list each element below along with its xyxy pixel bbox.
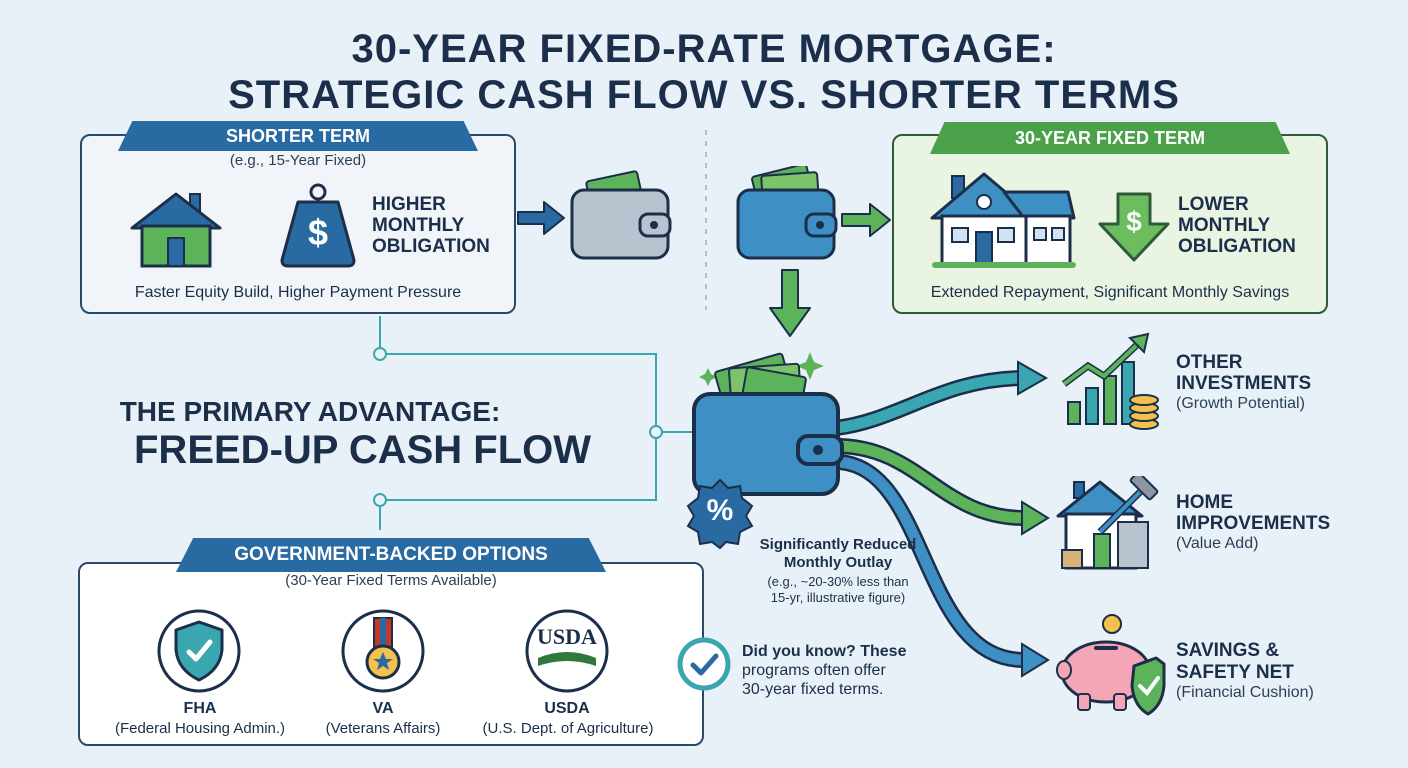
did-you-know-line-3: 30-year fixed terms. (742, 681, 884, 698)
arrow-right-green-icon (841, 203, 891, 237)
percent-symbol: % (706, 494, 734, 527)
thirty-year-caption: Extended Repayment, Significant Monthly … (930, 284, 1290, 301)
flow-arrows (834, 360, 1050, 678)
fha-full-name: (Federal Housing Admin.) (114, 720, 286, 737)
improvements-title-1: HOME (1176, 492, 1233, 513)
shorter-term-banner: SHORTER TERM (118, 121, 478, 151)
usda-full-name: (U.S. Dept. of Agriculture) (482, 720, 654, 737)
freed-cash-wallet-icon (692, 352, 844, 496)
house-icon (130, 192, 222, 268)
cash-wallet-icon (736, 166, 838, 260)
improvements-subtitle: (Value Add) (1176, 535, 1259, 552)
savings-title-2: SAFETY NET (1176, 662, 1294, 683)
higher-obligation-line-2: MONTHLY (372, 215, 465, 236)
higher-obligation-line-1: HIGHER (372, 194, 446, 215)
reduced-outlay-line-1: Significantly Reduced (759, 536, 917, 553)
page-title-line-1: 30-YEAR FIXED-RATE MORTGAGE: (351, 27, 1057, 71)
did-you-know-line-1: Did you know? These (742, 643, 907, 660)
advantage-main: FREED-UP CASH FLOW (134, 428, 592, 472)
advantage-heading: THE PRIMARY ADVANTAGE: (119, 396, 501, 427)
empty-wallet-icon (570, 170, 672, 260)
money-weight-icon (280, 183, 356, 268)
reduced-outlay-line-2: Monthly Outlay (783, 554, 893, 571)
lower-obligation-line-1: LOWER (1178, 194, 1249, 215)
investments-subtitle: (Growth Potential) (1176, 395, 1305, 412)
shorter-term-subtitle: (e.g., 15-Year Fixed) (229, 152, 367, 169)
government-banner: GOVERNMENT-BACKED OPTIONS (176, 538, 606, 572)
investment-chart-icon (1061, 332, 1159, 430)
savings-subtitle: (Financial Cushion) (1176, 684, 1314, 701)
usda-logo-text: USDA (537, 624, 597, 649)
piggy-bank-icon (1056, 614, 1166, 716)
va-name: VA (372, 700, 394, 717)
fha-shield-icon (157, 609, 241, 693)
check-circle-icon (677, 637, 731, 691)
arrow-right-icon (517, 201, 565, 235)
reduced-outlay-note-1: (e.g., ~20-30% less than (767, 574, 909, 589)
lower-obligation-line-2: MONTHLY (1178, 215, 1271, 236)
reduced-outlay-note-2: 15-yr, illustrative figure) (770, 590, 906, 605)
down-arrow-dollar-icon (1098, 192, 1170, 262)
lower-obligation-line-3: OBLIGATION (1178, 236, 1296, 257)
did-you-know-line-2: programs often offer (742, 662, 886, 679)
home-improvement-icon (1056, 476, 1159, 570)
large-house-icon (930, 172, 1076, 268)
percent-badge-icon (686, 478, 754, 550)
savings-title-1: SAVINGS & (1176, 640, 1280, 661)
va-full-name: (Veterans Affairs) (325, 720, 441, 737)
shorter-term-caption: Faster Equity Build, Higher Payment Pres… (134, 284, 462, 301)
fha-name: FHA (183, 700, 217, 717)
usda-logo-icon (525, 609, 609, 693)
dollar-symbol: $ (307, 212, 329, 253)
dollar-symbol-green: $ (1126, 206, 1142, 237)
improvements-title-2: IMPROVEMENTS (1176, 513, 1331, 534)
va-medal-icon (341, 609, 425, 693)
thirty-year-banner: 30-YEAR FIXED TERM (930, 122, 1290, 154)
investments-title-1: OTHER (1176, 352, 1243, 373)
investments-title-2: INVESTMENTS (1176, 373, 1312, 394)
higher-obligation-line-3: OBLIGATION (372, 236, 490, 257)
usda-name: USDA (544, 700, 590, 717)
government-subtitle: (30-Year Fixed Terms Available) (285, 572, 497, 589)
arrow-down-green-icon (769, 269, 811, 337)
page-title-line-2: STRATEGIC CASH FLOW VS. SHORTER TERMS (228, 73, 1180, 117)
